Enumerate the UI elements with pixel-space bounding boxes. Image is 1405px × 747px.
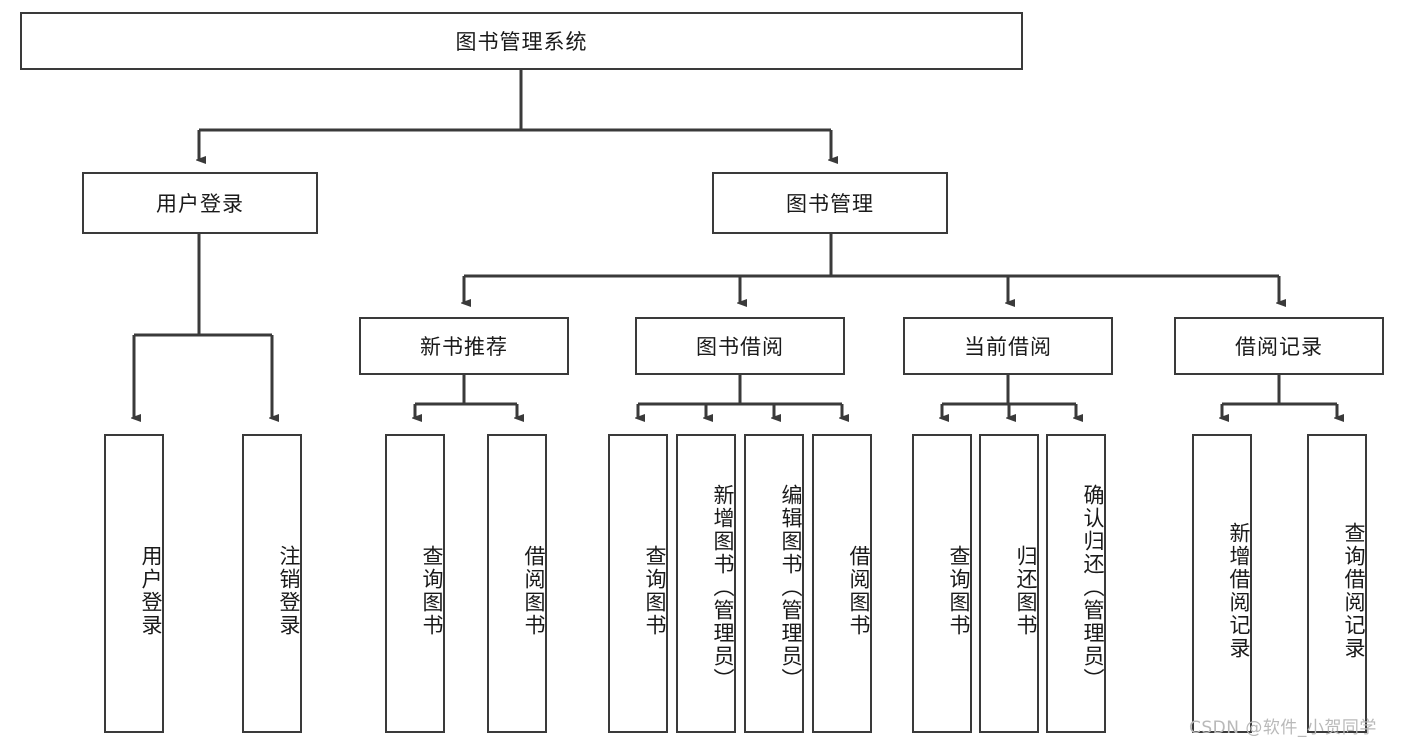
node-book-manage[interactable]: 图书管理 <box>712 172 948 234</box>
node-leaf-user-login-label: 用户登录 <box>139 544 163 637</box>
node-leaf-add-book[interactable]: 新增图书（管理员） <box>676 434 736 733</box>
node-new-book-rec[interactable]: 新书推荐 <box>359 317 569 375</box>
node-leaf-query-book-3[interactable]: 查询图书 <box>912 434 972 733</box>
node-user-login[interactable]: 用户登录 <box>82 172 318 234</box>
node-leaf-add-record-label: 新增借阅记录 <box>1227 521 1251 660</box>
node-borrow-record-label: 借阅记录 <box>1235 335 1323 359</box>
node-leaf-query-book-1[interactable]: 查询图书 <box>385 434 445 733</box>
node-leaf-logout[interactable]: 注销登录 <box>242 434 302 733</box>
node-current-borrow[interactable]: 当前借阅 <box>903 317 1113 375</box>
node-leaf-query-book-2-label: 查询图书 <box>643 544 667 637</box>
node-borrow-record[interactable]: 借阅记录 <box>1174 317 1384 375</box>
node-leaf-query-book-1-label: 查询图书 <box>420 544 444 637</box>
node-leaf-query-record[interactable]: 查询借阅记录 <box>1307 434 1367 733</box>
node-leaf-borrow-book-1[interactable]: 借阅图书 <box>487 434 547 733</box>
node-root[interactable]: 图书管理系统 <box>20 12 1023 70</box>
node-leaf-query-book-2[interactable]: 查询图书 <box>608 434 668 733</box>
node-leaf-logout-label: 注销登录 <box>277 544 301 637</box>
node-leaf-query-record-label: 查询借阅记录 <box>1342 521 1366 660</box>
node-book-borrow[interactable]: 图书借阅 <box>635 317 845 375</box>
node-leaf-return-book-label: 归还图书 <box>1014 544 1038 637</box>
node-user-login-label: 用户登录 <box>156 192 244 216</box>
node-new-book-rec-label: 新书推荐 <box>420 335 508 359</box>
csdn-watermark: CSDN @软件_小贺同学 <box>1189 718 1377 738</box>
node-leaf-query-book-3-label: 查询图书 <box>947 544 971 637</box>
node-leaf-confirm-return-label: 确认归还（管理员） <box>1081 484 1105 691</box>
node-book-borrow-label: 图书借阅 <box>696 335 784 359</box>
node-root-label: 图书管理系统 <box>455 30 588 54</box>
node-leaf-borrow-book-1-label: 借阅图书 <box>522 544 546 637</box>
node-book-manage-label: 图书管理 <box>786 192 874 216</box>
node-leaf-return-book[interactable]: 归还图书 <box>979 434 1039 733</box>
node-leaf-edit-book-label: 编辑图书（管理员） <box>779 484 803 691</box>
node-current-borrow-label: 当前借阅 <box>964 335 1052 359</box>
node-leaf-borrow-book-2[interactable]: 借阅图书 <box>812 434 872 733</box>
node-leaf-borrow-book-2-label: 借阅图书 <box>847 544 871 637</box>
node-leaf-confirm-return[interactable]: 确认归还（管理员） <box>1046 434 1106 733</box>
node-leaf-edit-book[interactable]: 编辑图书（管理员） <box>744 434 804 733</box>
node-leaf-add-book-label: 新增图书（管理员） <box>711 484 735 691</box>
node-leaf-add-record[interactable]: 新增借阅记录 <box>1192 434 1252 733</box>
node-leaf-user-login[interactable]: 用户登录 <box>104 434 164 733</box>
